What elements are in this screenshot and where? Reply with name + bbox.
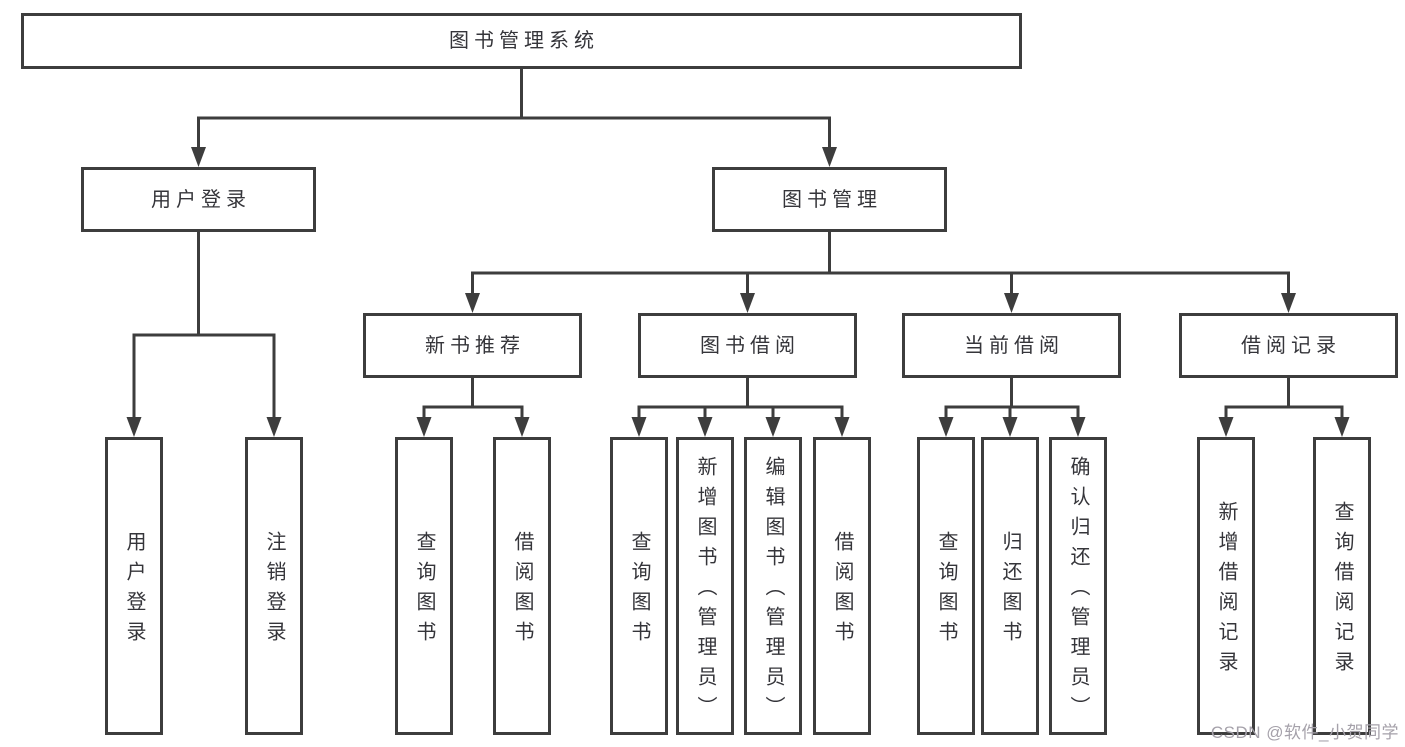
node-user-login: 用户登录 [81, 167, 316, 232]
node-book-management: 图书管理 [712, 167, 947, 232]
arrowhead-icon [1281, 293, 1296, 313]
arrowhead-icon [765, 417, 781, 437]
node-label-leaf-add-book: 新增图书（管理员） [694, 456, 716, 726]
node-label-leaf-add-borrow-record: 新增借阅记录 [1215, 501, 1237, 681]
node-new-book-recommend: 新书推荐 [363, 313, 582, 378]
node-leaf-query-borrow-record: 查询借阅记录 [1313, 437, 1371, 735]
arrowhead-icon [1004, 293, 1019, 313]
arrowhead-icon [938, 417, 954, 437]
node-leaf-edit-book: 编辑图书（管理员） [744, 437, 802, 735]
node-leaf-query-book-2: 查询图书 [610, 437, 668, 735]
arrowhead-icon [465, 293, 480, 313]
node-label-leaf-query-borrow-record: 查询借阅记录 [1331, 501, 1353, 681]
arrowhead-icon [697, 417, 713, 437]
arrowhead-icon [631, 417, 647, 437]
node-borrowing-records: 借阅记录 [1179, 313, 1398, 378]
node-current-borrowing: 当前借阅 [902, 313, 1121, 378]
arrowhead-icon [416, 417, 432, 437]
node-label-leaf-edit-book: 编辑图书（管理员） [762, 456, 784, 726]
node-leaf-logout: 注销登录 [245, 437, 303, 735]
node-label-root: 图书管理系统 [449, 30, 599, 52]
watermark: CSDN @软件_小贺同学 [1210, 723, 1399, 742]
node-label-current-borrowing: 当前借阅 [964, 334, 1064, 357]
node-label-leaf-borrow-book-1: 借阅图书 [511, 531, 533, 651]
node-label-book-management: 图书管理 [782, 188, 882, 211]
node-leaf-user-login: 用户登录 [105, 437, 163, 735]
node-root: 图书管理系统 [21, 13, 1022, 69]
node-label-book-borrowing: 图书借阅 [700, 334, 800, 357]
node-book-borrowing: 图书借阅 [638, 313, 857, 378]
node-label-user-login: 用户登录 [151, 188, 251, 211]
node-label-borrowing-records: 借阅记录 [1241, 334, 1341, 357]
arrowhead-icon [191, 147, 206, 167]
node-label-new-book-recommend: 新书推荐 [425, 334, 525, 357]
arrowhead-icon [1002, 417, 1018, 437]
node-leaf-borrow-book-2: 借阅图书 [813, 437, 871, 735]
node-label-leaf-logout: 注销登录 [263, 531, 285, 651]
node-leaf-query-book-3: 查询图书 [917, 437, 975, 735]
node-label-leaf-return-book: 归还图书 [999, 531, 1021, 651]
node-leaf-borrow-book-1: 借阅图书 [493, 437, 551, 735]
node-label-leaf-confirm-return: 确认归还（管理员） [1067, 456, 1089, 726]
node-label-leaf-user-login: 用户登录 [123, 531, 145, 651]
arrowhead-icon [1070, 417, 1086, 437]
arrowhead-icon [1218, 417, 1234, 437]
arrowhead-icon [1334, 417, 1350, 437]
node-label-leaf-query-book-2: 查询图书 [628, 531, 650, 651]
arrowhead-icon [834, 417, 850, 437]
arrowhead-icon [266, 417, 282, 437]
arrowhead-icon [514, 417, 530, 437]
node-leaf-add-borrow-record: 新增借阅记录 [1197, 437, 1255, 735]
node-label-leaf-query-book-3: 查询图书 [935, 531, 957, 651]
node-leaf-query-book-1: 查询图书 [395, 437, 453, 735]
node-leaf-add-book: 新增图书（管理员） [676, 437, 734, 735]
node-leaf-confirm-return: 确认归还（管理员） [1049, 437, 1107, 735]
arrowhead-icon [126, 417, 142, 437]
node-label-leaf-borrow-book-2: 借阅图书 [831, 531, 853, 651]
node-leaf-return-book: 归还图书 [981, 437, 1039, 735]
node-label-leaf-query-book-1: 查询图书 [413, 531, 435, 651]
arrowhead-icon [822, 147, 837, 167]
arrowhead-icon [740, 293, 755, 313]
